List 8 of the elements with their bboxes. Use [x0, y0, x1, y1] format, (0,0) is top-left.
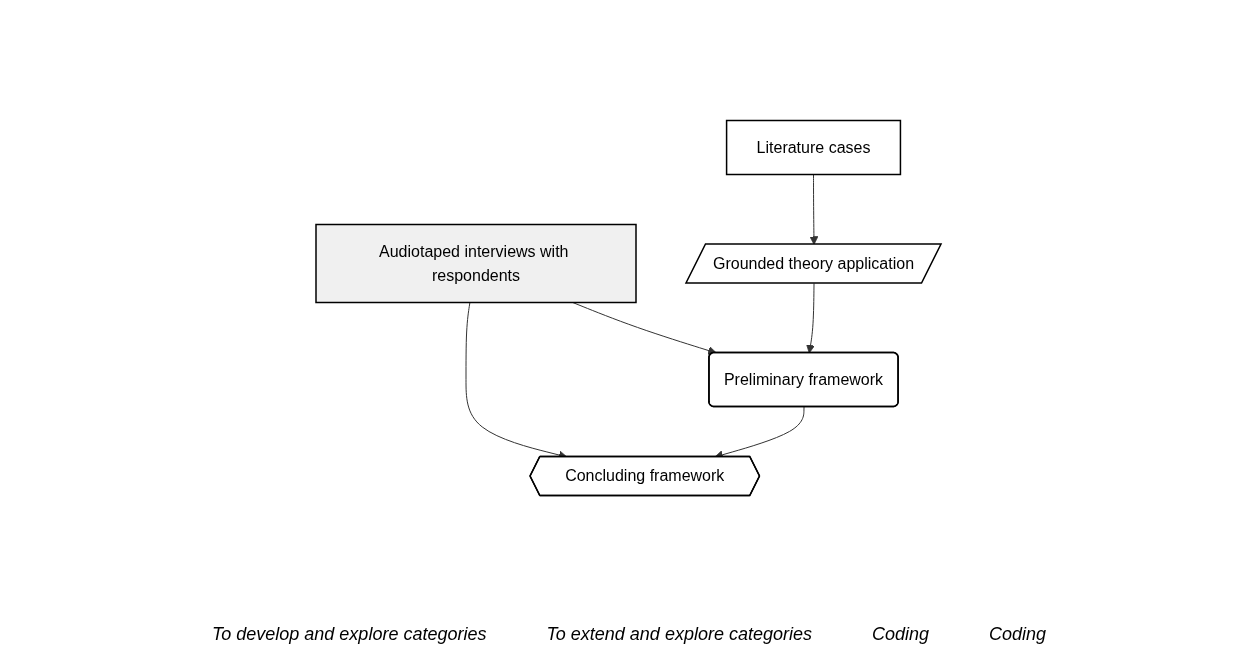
node-box: Literature cases: [726, 119, 902, 176]
arrow: [810, 174, 819, 245]
note-text: Coding: [872, 624, 930, 645]
note-text: To extend and explore categories: [546, 624, 812, 645]
arrow: [806, 283, 816, 354]
note-text: To develop and explore categories: [211, 624, 487, 645]
note-text: Coding: [989, 624, 1047, 645]
node-box: Audiotaped interviews with respondents: [315, 223, 638, 304]
